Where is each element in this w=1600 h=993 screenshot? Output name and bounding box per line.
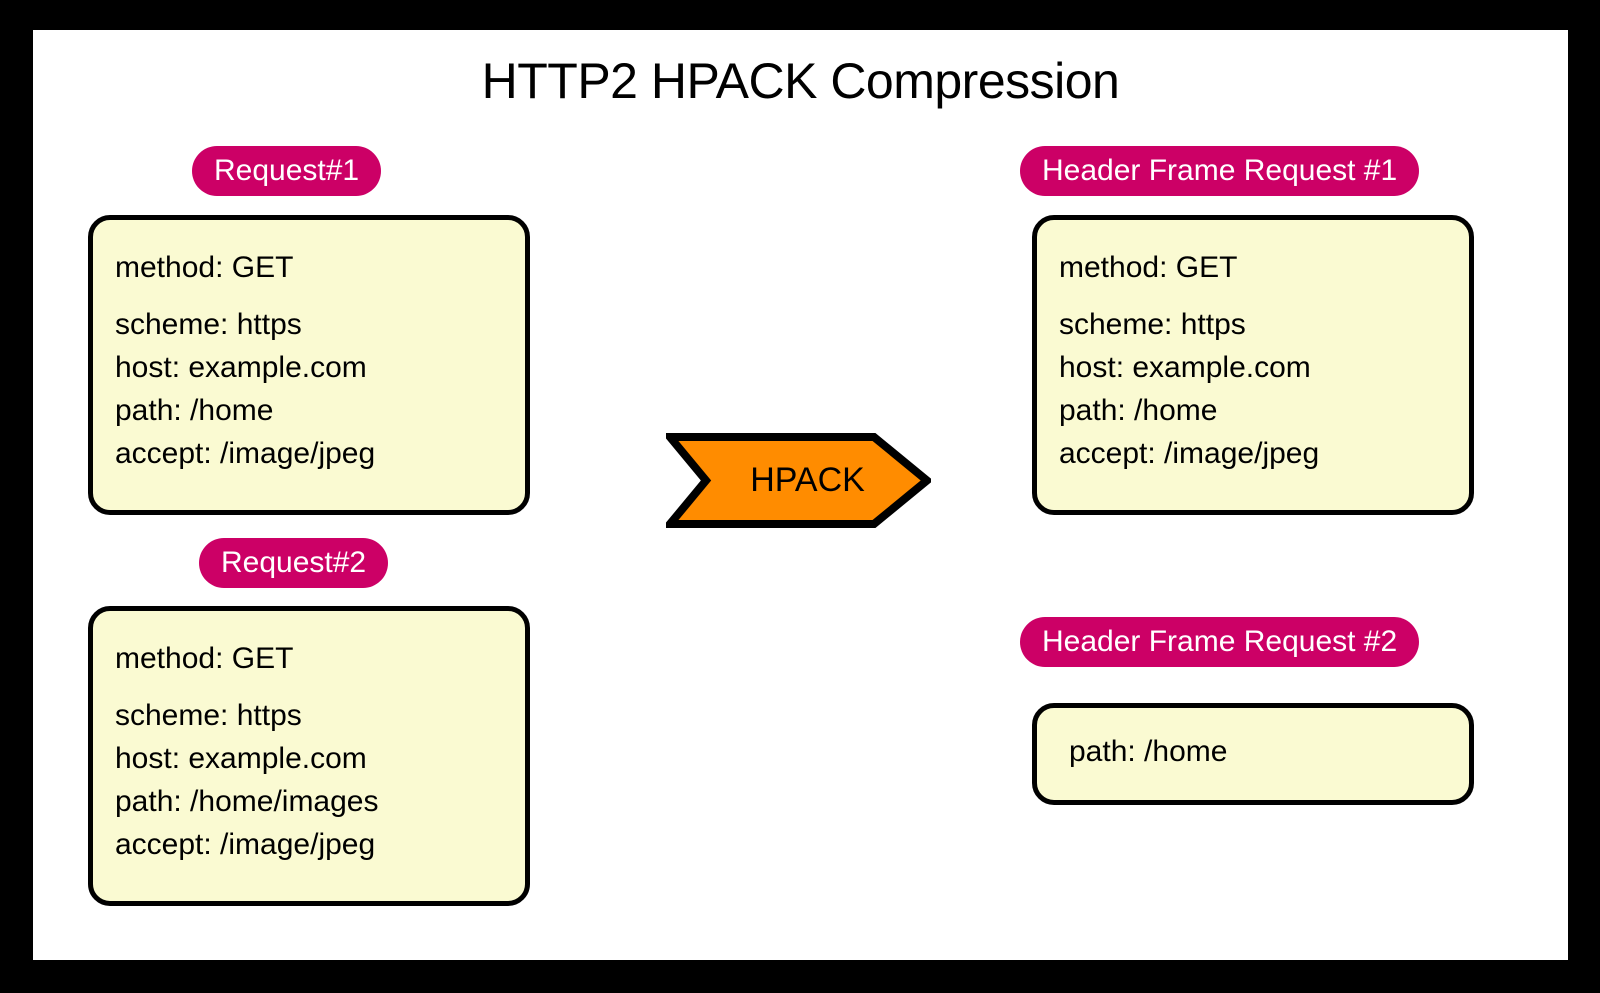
hpack-arrow	[666, 433, 931, 528]
header-line-scheme: scheme: https	[115, 699, 302, 732]
header-line-method: method: GET	[115, 251, 294, 284]
header-line-path: path: /home	[115, 394, 274, 427]
card-request-1: method: GET scheme: https host: example.…	[88, 215, 530, 515]
card-request-2: method: GET scheme: https host: example.…	[88, 606, 530, 906]
badge-request-2: Request#2	[199, 538, 389, 588]
header-line-host: host: example.com	[115, 742, 367, 775]
header-line-path: path: /home/images	[115, 785, 379, 818]
card-request-1-lines: method: GET scheme: https host: example.…	[115, 246, 511, 475]
card-header-frame-1-lines: method: GET scheme: https host: example.…	[1059, 246, 1455, 475]
page-title: HTTP2 HPACK Compression	[481, 53, 1120, 109]
header-line-host: host: example.com	[115, 351, 367, 384]
header-line-path: path: /home	[1069, 735, 1228, 768]
header-line-accept: accept: /image/jpeg	[1059, 437, 1320, 470]
card-header-frame-2-lines: path: /home	[1069, 730, 1455, 773]
card-header-frame-1: method: GET scheme: https host: example.…	[1032, 215, 1474, 515]
badge-header-frame-2: Header Frame Request #2	[1020, 617, 1420, 667]
diagram-canvas: HTTP2 HPACK Compression Request#1 method…	[33, 30, 1568, 960]
badge-request-1: Request#1	[192, 146, 382, 196]
header-line-path: path: /home	[1059, 394, 1218, 427]
card-request-2-lines: method: GET scheme: https host: example.…	[115, 637, 511, 866]
header-line-scheme: scheme: https	[1059, 308, 1246, 341]
header-line-scheme: scheme: https	[115, 308, 302, 341]
header-line-method: method: GET	[115, 642, 294, 675]
header-line-accept: accept: /image/jpeg	[115, 437, 376, 470]
card-header-frame-2: path: /home	[1032, 703, 1474, 805]
header-line-method: method: GET	[1059, 251, 1238, 284]
header-line-accept: accept: /image/jpeg	[115, 828, 376, 861]
badge-header-frame-1: Header Frame Request #1	[1020, 146, 1420, 196]
header-line-host: host: example.com	[1059, 351, 1311, 384]
